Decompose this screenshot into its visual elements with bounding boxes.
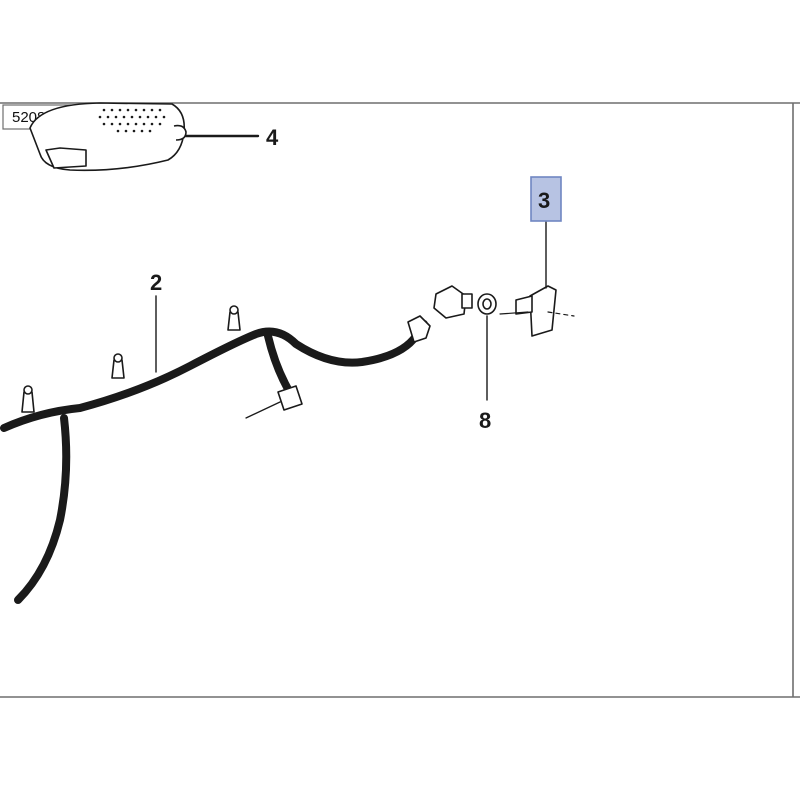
callout-2-label: 2 <box>150 270 162 295</box>
callout-8-label: 8 <box>479 408 491 433</box>
harness-clip <box>21 385 35 413</box>
sensor-bracket-icon <box>499 285 575 337</box>
harness-end-connector <box>407 315 431 343</box>
speaker-grille <box>98 108 166 133</box>
harness-clip <box>111 353 125 379</box>
callout-4-label: 4 <box>266 125 279 150</box>
harness-clip <box>227 305 241 331</box>
grommet-icon <box>477 293 497 315</box>
callout-3-label: 3 <box>538 188 550 213</box>
plug-connector-icon <box>433 285 473 319</box>
speaker-unit-icon <box>29 102 260 172</box>
callout-3-highlight: 3 <box>530 176 562 222</box>
wiring-harness <box>0 305 431 604</box>
harness-side-connector <box>245 385 303 419</box>
